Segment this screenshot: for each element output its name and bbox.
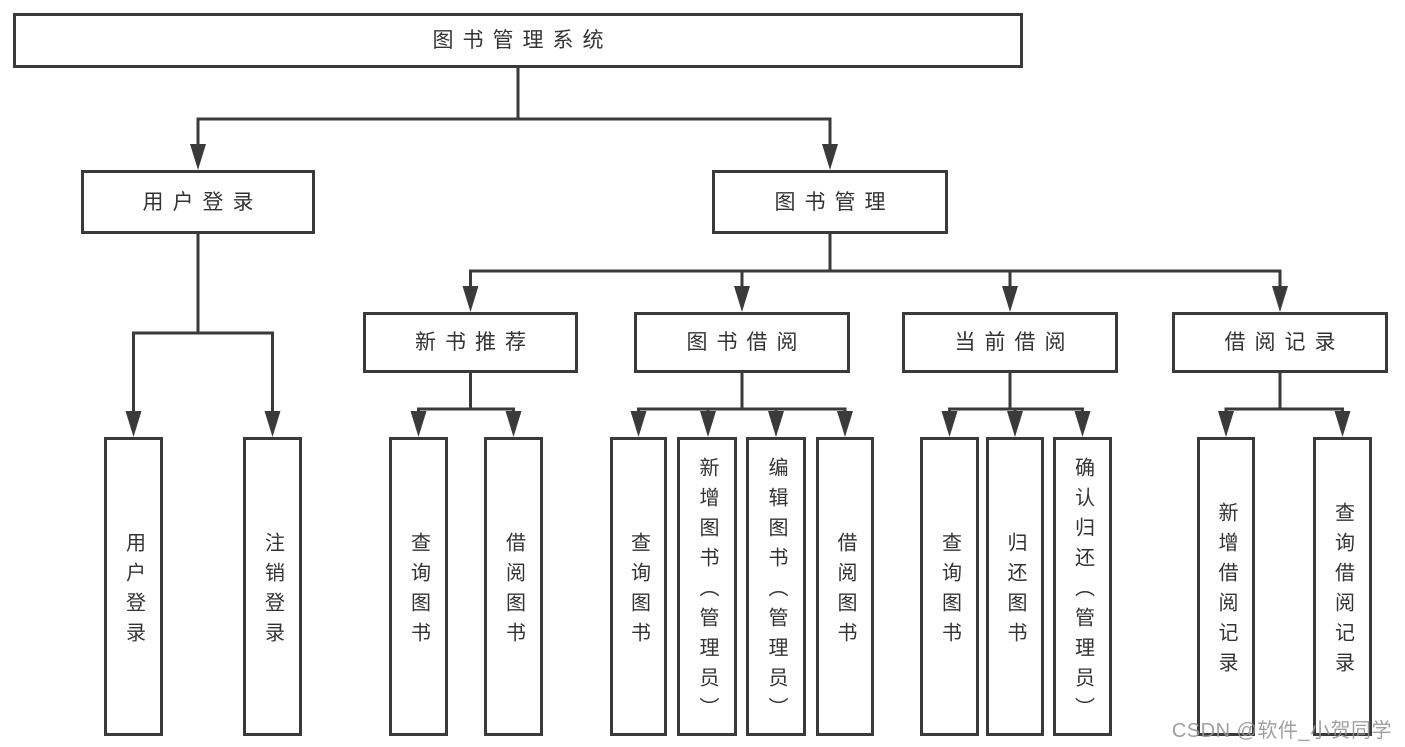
leaf-query-borrow-record-label: 查询借阅记录 (1331, 501, 1354, 682)
leaf-current-query-books-label: 查询图书 (938, 531, 961, 652)
node-user-login: 用户登录 (81, 170, 315, 234)
node-root-system: 图书管理系统 (13, 13, 1023, 68)
leaf-recommend-query-books: 查询图书 (389, 437, 448, 736)
connector-book-management-to-level3 (462, 234, 1288, 312)
leaf-add-books-admin: 新增图书（管理员） (677, 437, 737, 736)
node-book-management-label: 图书管理 (774, 190, 895, 214)
node-user-login-label: 用户登录 (142, 190, 263, 214)
leaf-edit-books-admin-label: 编辑图书（管理员） (765, 456, 787, 727)
leaf-borrow-books-label: 借阅图书 (834, 531, 856, 652)
leaf-borrow-query-books-label: 查询图书 (627, 531, 650, 652)
leaf-recommend-borrow-books-label: 借阅图书 (502, 531, 525, 652)
node-new-book-recommend: 新书推荐 (363, 312, 578, 373)
leaf-recommend-borrow-books: 借阅图书 (484, 437, 543, 736)
leaf-confirm-return-admin-label: 确认归还（管理员） (1071, 456, 1094, 727)
leaf-logout: 注销登录 (243, 437, 302, 736)
node-current-borrow: 当前借阅 (902, 312, 1118, 373)
leaf-confirm-return-admin: 确认归还（管理员） (1053, 437, 1112, 736)
leaf-user-login: 用户登录 (104, 437, 163, 736)
leaf-user-login-label: 用户登录 (122, 531, 145, 652)
connector-current-borrow-to-leaves (941, 373, 1091, 437)
leaf-recommend-query-books-label: 查询图书 (407, 531, 430, 652)
node-book-borrow: 图书借阅 (634, 312, 850, 373)
csdn-watermark: CSDN @软件_小贺同学 (1171, 720, 1392, 742)
leaf-logout-label: 注销登录 (261, 531, 284, 652)
leaf-borrow-books: 借阅图书 (816, 437, 874, 736)
node-book-management: 图书管理 (712, 170, 948, 234)
node-new-book-recommend-label: 新书推荐 (415, 331, 535, 354)
node-borrow-records-label: 借阅记录 (1224, 331, 1345, 354)
connector-new-book-recommend-to-leaves (410, 373, 522, 437)
connector-book-borrow-to-leaves (630, 373, 853, 437)
leaf-return-books-label: 归还图书 (1004, 531, 1026, 652)
leaf-borrow-query-books: 查询图书 (610, 437, 667, 736)
leaf-add-books-admin-label: 新增图书（管理员） (696, 456, 718, 727)
connector-root-to-level2 (190, 68, 838, 170)
leaf-query-borrow-record: 查询借阅记录 (1313, 437, 1372, 736)
node-borrow-records: 借阅记录 (1172, 312, 1388, 373)
leaf-current-query-books: 查询图书 (920, 437, 979, 736)
leaf-edit-books-admin: 编辑图书（管理员） (746, 437, 806, 736)
node-root-label: 图书管理系统 (432, 29, 613, 52)
leaf-add-borrow-record: 新增借阅记录 (1197, 437, 1255, 736)
node-book-borrow-label: 图书借阅 (686, 331, 807, 354)
node-current-borrow-label: 当前借阅 (954, 331, 1075, 354)
connector-borrow-records-to-leaves (1218, 373, 1351, 437)
leaf-return-books: 归还图书 (986, 437, 1044, 736)
connector-user-login-to-leaves (125, 234, 281, 437)
leaf-add-borrow-record-label: 新增借阅记录 (1215, 501, 1237, 682)
